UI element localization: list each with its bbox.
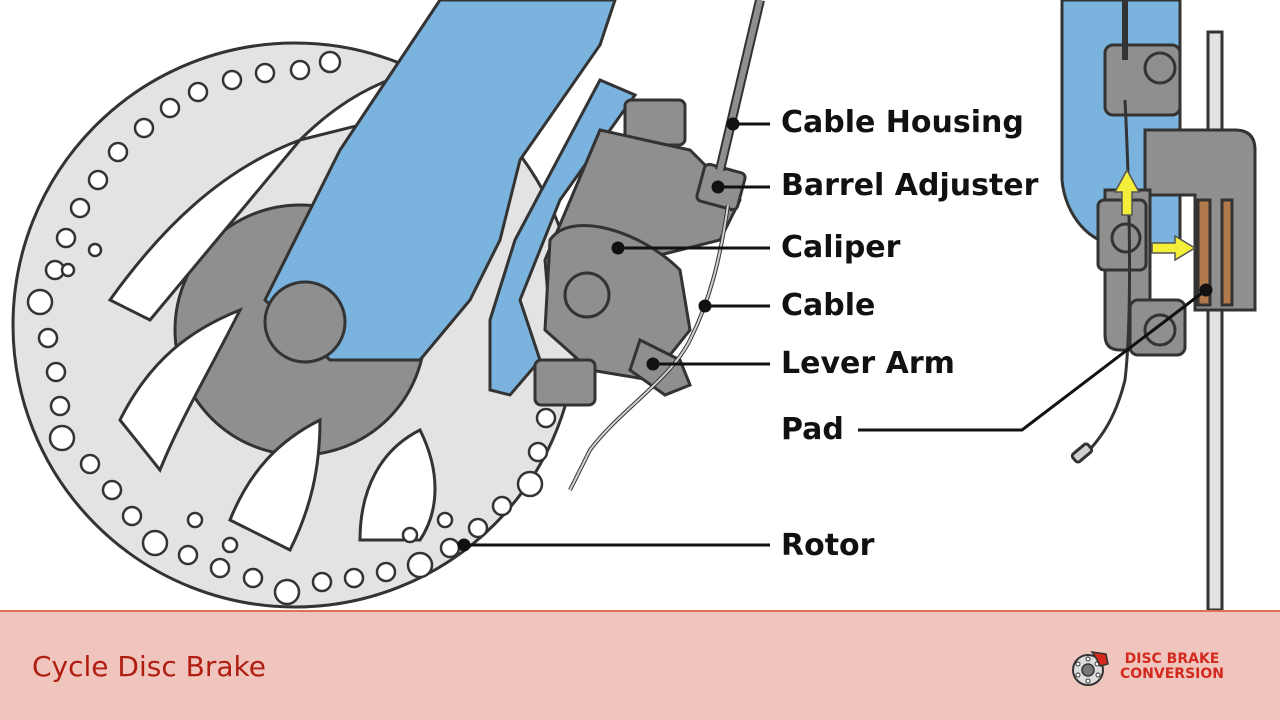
- label-rotor: Rotor: [781, 528, 875, 563]
- label-cable-housing: Cable Housing: [781, 105, 1024, 140]
- footer-bar: Cycle Disc Brake DISC BRAKE CONVERSION: [0, 610, 1280, 720]
- brand-wordmark: DISC BRAKE CONVERSION: [1120, 652, 1224, 682]
- caliper-illustration: [533, 98, 747, 407]
- label-cable: Cable: [781, 288, 876, 323]
- motion-arrows: [1113, 168, 1197, 262]
- side-view-illustration: [1060, 0, 1257, 610]
- label-barrel-adjuster: Barrel Adjuster: [781, 168, 1039, 203]
- label-pad: Pad: [781, 412, 844, 447]
- disc-brake-logo-icon: [1072, 651, 1109, 686]
- fork-illustration: [263, 0, 638, 397]
- footer-title: Cycle Disc Brake: [32, 650, 266, 683]
- brand-line-1: DISC BRAKE: [1124, 651, 1220, 667]
- label-lever-arm: Lever Arm: [781, 346, 955, 381]
- brand-line-2: CONVERSION: [1120, 666, 1224, 682]
- label-caliper: Caliper: [781, 230, 901, 265]
- disc-brake-diagram: [11, 0, 1257, 610]
- leader-lines: [457, 117, 1213, 552]
- cable-lines: [568, 0, 765, 491]
- brand-logo[interactable]: DISC BRAKE CONVERSION: [1070, 648, 1240, 688]
